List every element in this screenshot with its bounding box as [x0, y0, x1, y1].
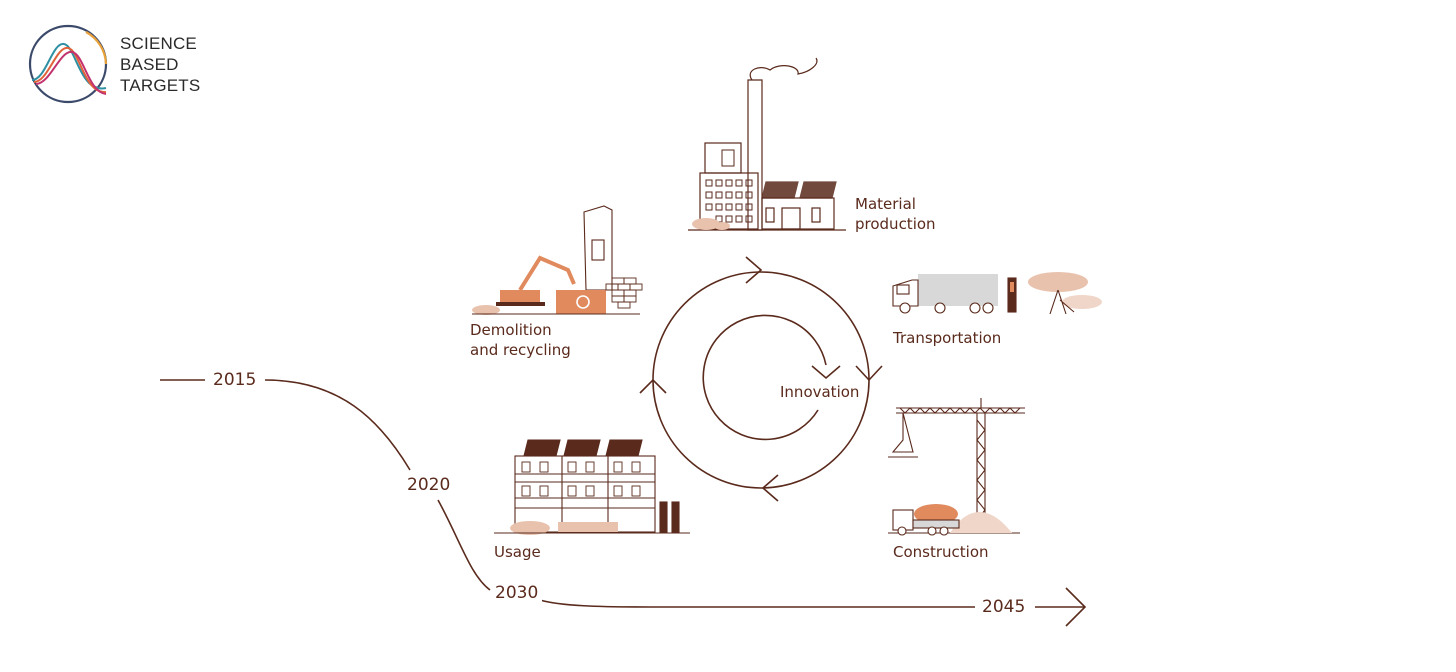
label-usage: Usage — [494, 543, 541, 561]
crane-icon — [888, 398, 1025, 536]
label-demolition: Demolition and recycling — [470, 320, 571, 360]
lifecycle-circle — [639, 256, 883, 502]
cycle-arrow-left — [639, 378, 667, 394]
logo-line-1: SCIENCE — [120, 34, 197, 53]
science-based-targets-logo: SCIENCE BASED TARGETS — [26, 22, 226, 106]
cycle-arrow-top — [745, 256, 763, 284]
label-construction: Construction — [893, 543, 989, 561]
housing-icon — [494, 439, 690, 535]
label-material-line-2: production — [855, 215, 936, 233]
truck-icon — [892, 272, 1102, 315]
logo-line-2: BASED — [120, 55, 179, 74]
logo-line-3: TARGETS — [120, 76, 201, 95]
year-2045: 2045 — [978, 597, 1030, 617]
factory-icon — [688, 57, 846, 231]
demolition-icon — [472, 205, 643, 315]
cycle-arrow-right — [855, 365, 883, 382]
innovation-loop — [702, 314, 841, 441]
label-transportation: Transportation — [893, 329, 1002, 347]
year-2030: 2030 — [491, 583, 543, 603]
logo-wordmark: SCIENCE BASED TARGETS — [120, 33, 200, 96]
label-material-line-1: Material — [855, 195, 916, 213]
cycle-arrow-bottom — [761, 474, 779, 502]
label-innovation: Innovation — [780, 383, 860, 401]
logo-emblem-icon — [28, 24, 108, 104]
year-2015: 2015 — [209, 370, 261, 390]
label-demolition-line-1: Demolition — [470, 321, 552, 339]
year-2020: 2020 — [403, 475, 455, 495]
label-material-production: Material production — [855, 194, 936, 234]
timeline-line — [160, 379, 1087, 627]
label-demolition-line-2: and recycling — [470, 341, 571, 359]
